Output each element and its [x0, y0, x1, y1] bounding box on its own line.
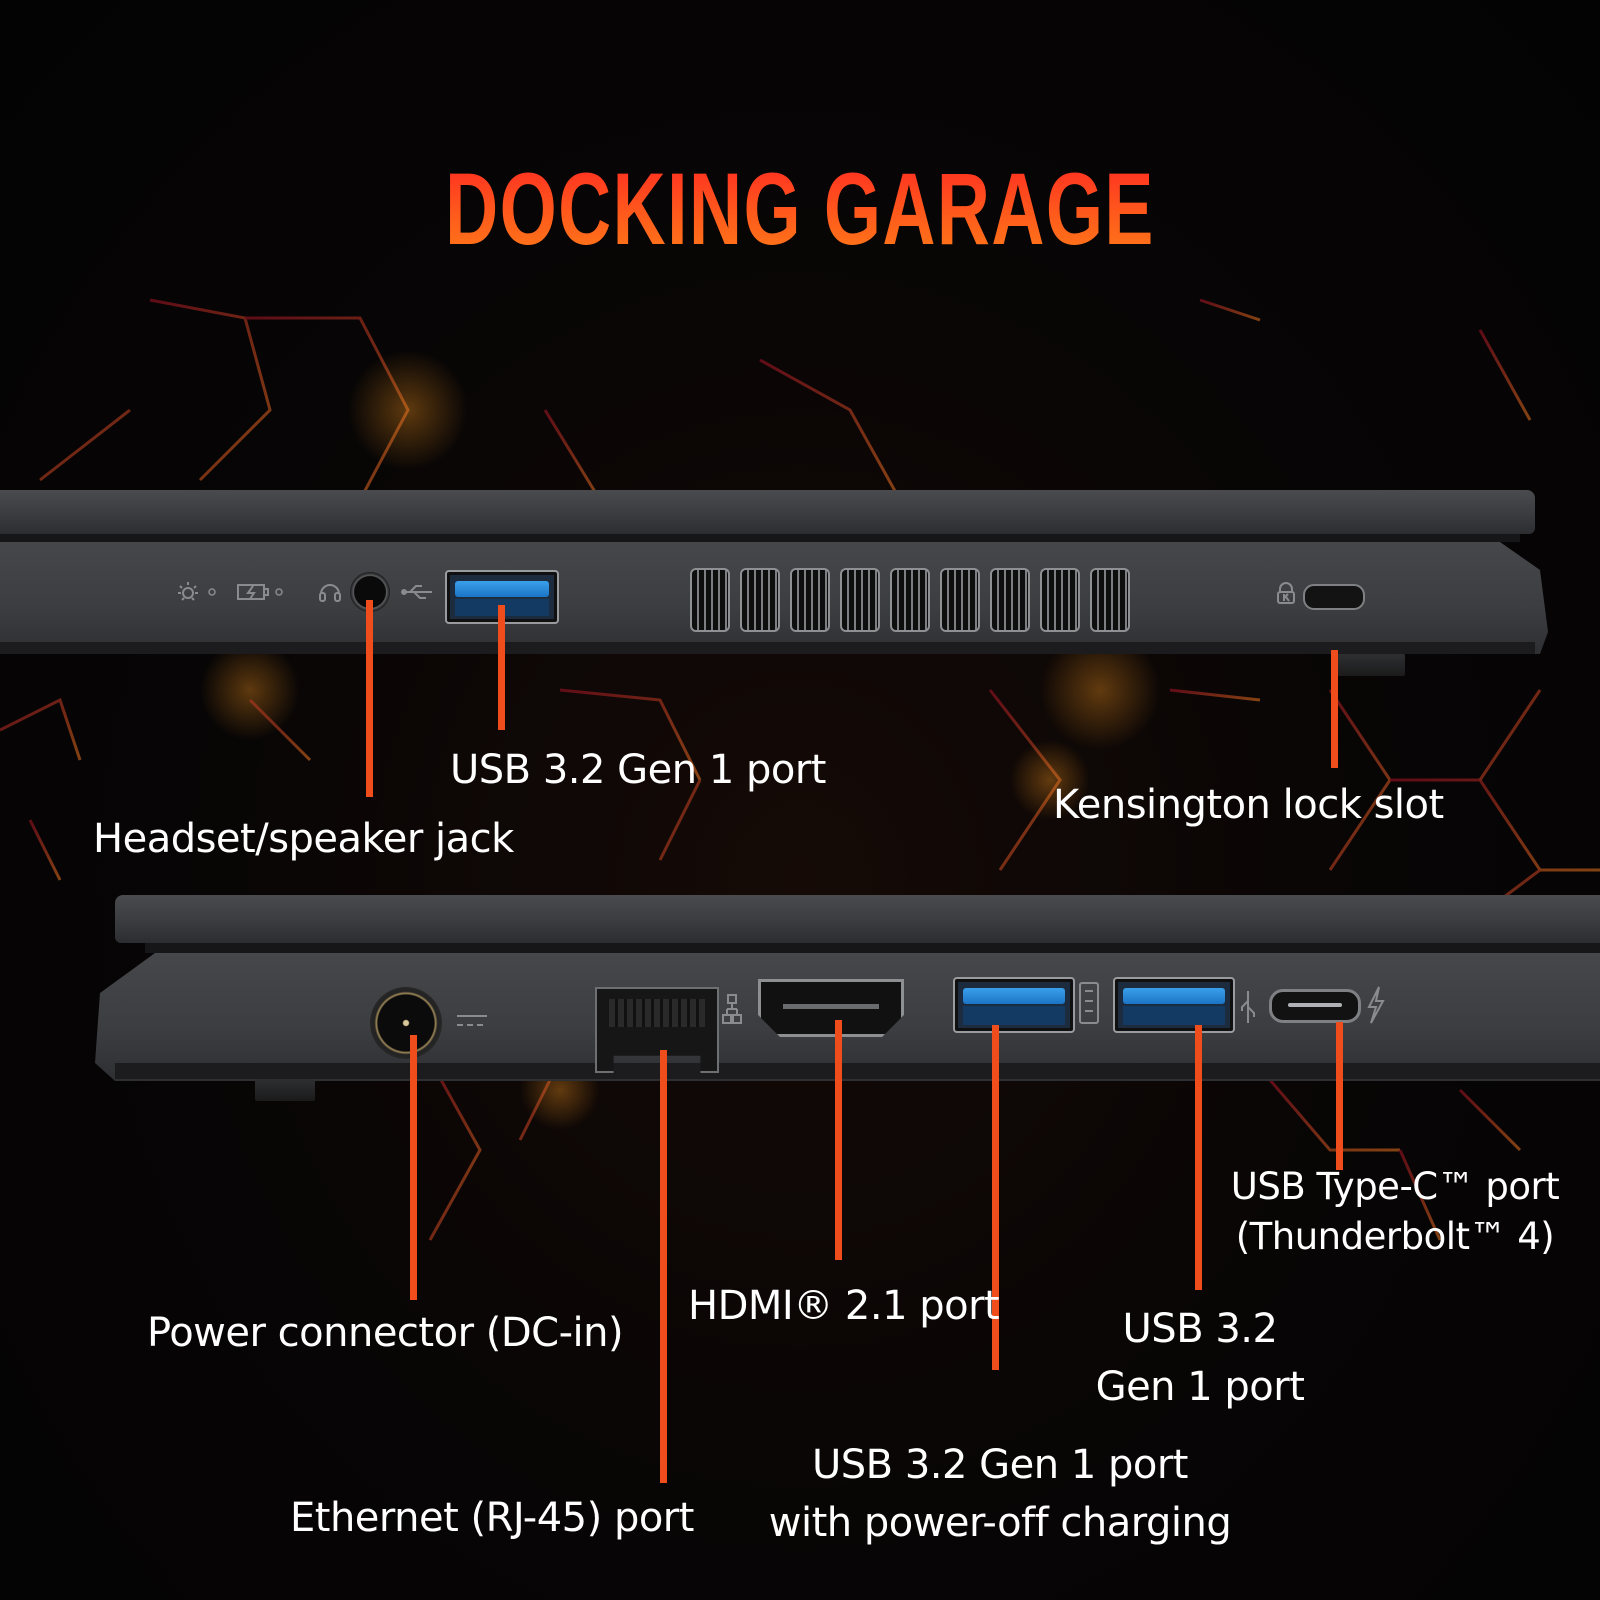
page-title: DOCKING GARAGE [224, 158, 1376, 260]
label-usb-a-2: USB 3.2 Gen 1 port [1080, 1300, 1320, 1416]
kensington-lock-slot[interactable] [1303, 584, 1365, 610]
headset-icon [319, 584, 341, 602]
usb-icon [401, 585, 432, 599]
leader-kensington [1331, 650, 1338, 768]
thunderbolt-icon [1367, 986, 1385, 1024]
laptop-left-side-view [95, 895, 1600, 1115]
label-usb-a-poc-line1: USB 3.2 Gen 1 port [812, 1442, 1188, 1488]
label-usb-a-2-line2: Gen 1 port [1095, 1364, 1305, 1410]
leader-ethernet [660, 1050, 667, 1483]
label-ethernet: Ethernet (RJ-45) port [290, 1495, 694, 1541]
usb-a-port-2[interactable] [1113, 977, 1235, 1033]
label-hdmi: HDMI® 2.1 port [688, 1283, 1000, 1329]
usb-a-port-power-off-charging[interactable] [953, 977, 1075, 1033]
leader-usb-a-1 [498, 605, 505, 730]
dc-power-icon [457, 1015, 487, 1026]
leader-hdmi [835, 1020, 842, 1260]
laptop-lid [115, 895, 1600, 943]
hinge-gap [145, 943, 1600, 953]
battery-charging-icon [237, 584, 269, 600]
leader-dc-in [410, 1035, 417, 1300]
leader-usb-a-poc [992, 1025, 999, 1370]
leader-usb-c [1336, 1022, 1343, 1170]
laptop-right-side-view [0, 490, 1560, 690]
power-light-icon [178, 582, 198, 601]
base-bottom-edge [0, 642, 1535, 654]
hinge-gap [0, 534, 1520, 542]
label-headset-jack: Headset/speaker jack [93, 816, 514, 862]
label-usb-a-poc-line2: with power-off charging [768, 1500, 1232, 1546]
usb-icon [1241, 991, 1255, 1023]
usb-a-port-1[interactable] [445, 570, 559, 624]
indicator-led-icon [208, 588, 216, 596]
label-kensington: Kensington lock slot [1053, 782, 1444, 828]
rubber-foot [255, 1079, 315, 1101]
label-usb-c: USB Type-C™ port (Thunderbolt™ 4) [1230, 1162, 1560, 1262]
network-icon [722, 994, 742, 1024]
base-bottom-edge [115, 1063, 1600, 1079]
label-usb-a-2-line1: USB 3.2 [1122, 1306, 1278, 1352]
leader-usb-a-2 [1195, 1025, 1202, 1290]
label-usb-a-poc: USB 3.2 Gen 1 port with power-off chargi… [760, 1436, 1240, 1552]
label-dc-in: Power connector (DC-in) [147, 1310, 624, 1356]
rubber-foot [1335, 654, 1405, 676]
laptop-lid [0, 490, 1535, 534]
hdmi-port[interactable] [758, 979, 904, 1037]
label-usb-c-line2: (Thunderbolt™ 4) [1235, 1214, 1555, 1258]
usb-charging-icon [1079, 982, 1099, 1024]
usb-c-port[interactable] [1269, 989, 1361, 1023]
leader-headset-jack [366, 600, 373, 797]
label-usb-a-1: USB 3.2 Gen 1 port [450, 747, 826, 793]
label-usb-c-line1: USB Type-C™ port [1230, 1165, 1560, 1208]
indicator-led-icon [275, 588, 283, 596]
kensington-lock-icon [1277, 582, 1295, 604]
dc-in-port[interactable] [370, 987, 442, 1059]
